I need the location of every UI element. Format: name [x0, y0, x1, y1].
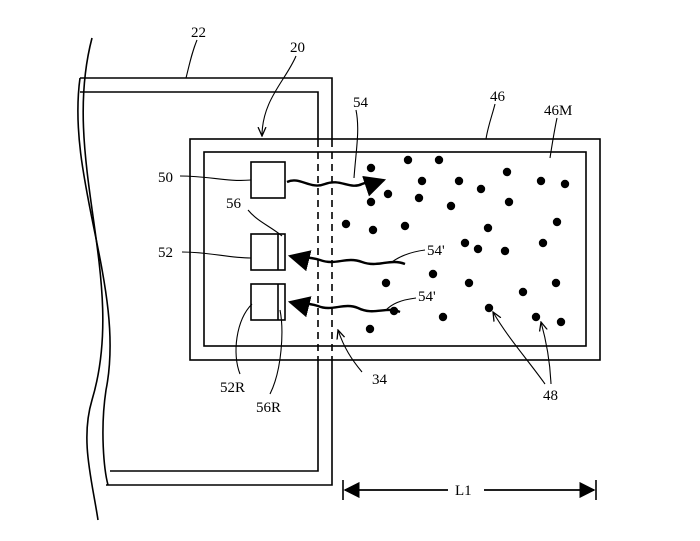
label-46M: 46M	[544, 103, 572, 119]
particle	[403, 155, 413, 165]
label-L1: L1	[455, 483, 472, 499]
particle	[434, 155, 444, 165]
label-48: 48	[543, 388, 558, 404]
label-50: 50	[158, 170, 173, 186]
leader-46	[485, 103, 496, 140]
particle	[502, 167, 512, 177]
label-52R: 52R	[220, 380, 245, 396]
particle	[483, 223, 493, 233]
particle	[366, 197, 376, 207]
particle	[366, 163, 376, 173]
particle	[428, 269, 438, 279]
leader-56	[247, 209, 283, 237]
particle	[560, 179, 570, 189]
leader-lines	[179, 39, 558, 395]
particle	[368, 225, 378, 235]
particle	[414, 193, 424, 203]
particle	[446, 201, 456, 211]
particle	[538, 238, 548, 248]
leader-22	[185, 39, 198, 79]
particle	[400, 221, 410, 231]
particle	[476, 184, 486, 194]
particle	[531, 312, 541, 322]
leader-50	[179, 175, 252, 181]
particle	[536, 176, 546, 186]
leader-34	[338, 330, 363, 373]
leader-52	[181, 251, 252, 259]
leader-54prime-a	[391, 249, 426, 263]
particle	[473, 244, 483, 254]
particle	[381, 278, 391, 288]
particles	[341, 155, 570, 334]
detector-52R	[250, 283, 286, 321]
particle	[504, 197, 514, 207]
label-56R: 56R	[256, 400, 281, 416]
leader-52R	[235, 303, 253, 375]
leader-54	[353, 109, 359, 179]
label-54: 54	[353, 95, 369, 111]
particle	[464, 278, 474, 288]
label-54prime-a: 54'	[427, 243, 445, 259]
compartment	[189, 138, 601, 361]
leader-54prime-b	[385, 297, 417, 311]
particle	[484, 303, 494, 313]
particle	[556, 317, 566, 327]
leader-48-a	[493, 312, 546, 385]
particle	[383, 189, 393, 199]
label-52: 52	[158, 245, 173, 261]
emitted-light-ray	[286, 175, 387, 197]
label-20: 20	[290, 40, 305, 56]
label-56: 56	[226, 196, 242, 212]
window-dashed-lines	[317, 140, 333, 360]
detector-52	[250, 233, 286, 271]
particle	[552, 217, 562, 227]
label-22: 22	[191, 25, 206, 41]
dimension-l1	[342, 480, 597, 500]
label-54prime-b: 54'	[418, 289, 436, 305]
particle	[341, 219, 351, 229]
particle	[417, 176, 427, 186]
particle	[500, 246, 510, 256]
particle	[518, 287, 528, 297]
returned-light-ray-b	[287, 296, 401, 318]
housing-wall	[77, 37, 111, 521]
particle	[454, 176, 464, 186]
leader-48-b	[541, 322, 552, 385]
returned-light-ray-a	[287, 250, 406, 272]
leader-56R	[269, 309, 283, 395]
label-46: 46	[490, 89, 506, 105]
leader-46M	[549, 117, 558, 159]
light-rays	[286, 175, 406, 318]
particle	[389, 306, 399, 316]
particle	[460, 238, 470, 248]
leader-20	[262, 55, 297, 136]
particle	[365, 324, 375, 334]
reference-labels: 22 20 46 46M 54 50 56 52 54' 54' 34 52R …	[158, 25, 572, 499]
housing-channel	[80, 77, 333, 486]
particle	[438, 312, 448, 322]
emitter-box	[250, 161, 286, 199]
particle	[551, 278, 561, 288]
label-34: 34	[372, 372, 388, 388]
